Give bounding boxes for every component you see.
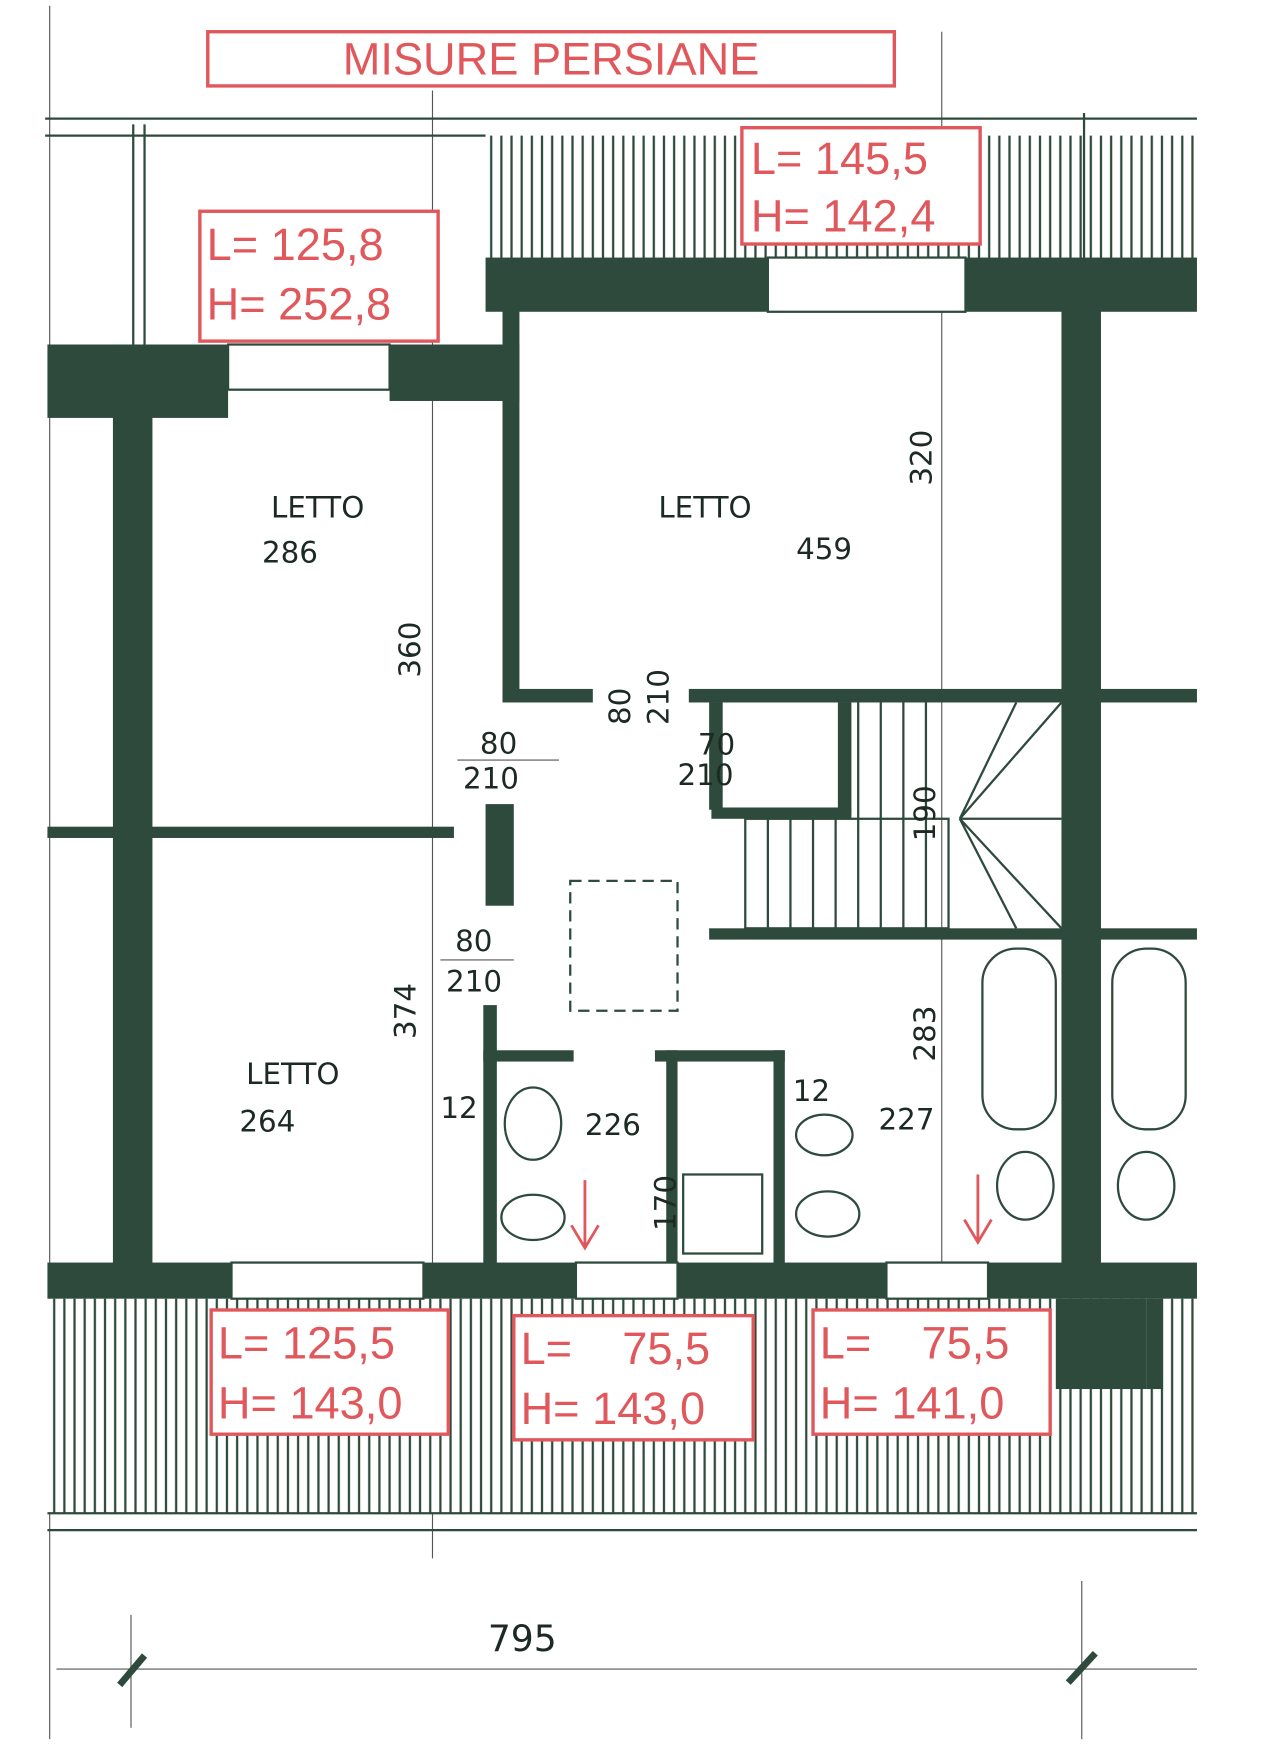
bath-depth-dim: 283 (908, 1006, 942, 1062)
door-height: 210 (446, 965, 502, 999)
room-depth: 360 (393, 622, 427, 678)
door-height: 210 (641, 669, 675, 725)
shutter-width: L= 75,5 (521, 1323, 711, 1374)
red-arrows (570, 1174, 993, 1251)
wall-dim: 12 (440, 1091, 477, 1125)
shutter-height: H= 141,0 (820, 1377, 1005, 1428)
walls (47, 257, 1197, 1390)
room-labels: LETTO 286 360 LETTO 459 320 LETTO 264 37… (239, 430, 938, 1139)
door-width: 80 (455, 924, 492, 958)
door-labels: 80 210 80 210 80 210 70 210 (440, 669, 735, 999)
shutter-height: H= 252,8 (207, 279, 392, 330)
page-title: MISURE PERSIANE (343, 34, 760, 85)
shutter-box-top-right: L= 145,5 H= 142,4 (740, 126, 982, 246)
room-name: LETTO (246, 1057, 339, 1091)
room-name: LETTO (271, 490, 364, 524)
door-height: 210 (678, 758, 734, 792)
shutter-width: L= 145,5 (751, 133, 928, 184)
shutter-box-bottom-middle: L= 75,5 H= 143,0 (512, 1313, 755, 1442)
door-width: 80 (480, 726, 517, 760)
bathroom-fixtures (500, 879, 1187, 1255)
shutter-height: H= 142,4 (751, 191, 936, 242)
shutter-box-bottom-left: L= 125,5 H= 143,0 (209, 1308, 450, 1436)
shutter-box-bottom-right: L= 75,5 H= 141,0 (811, 1308, 1052, 1436)
shutter-width: L= 75,5 (820, 1318, 1010, 1369)
total-width-dimension: 795 (56, 1580, 1197, 1740)
shutter-height: H= 143,0 (521, 1383, 706, 1434)
total-width-label: 795 (488, 1617, 557, 1660)
door-width: 80 (603, 688, 637, 725)
door-height: 210 (463, 761, 519, 795)
bath-width-dim: 226 (585, 1108, 641, 1142)
room-width: 286 (262, 535, 318, 569)
windows (226, 256, 990, 1300)
stairs-dim: 190 (908, 785, 942, 841)
room-depth: 374 (389, 983, 423, 1039)
shutter-width: L= 125,5 (218, 1318, 395, 1369)
bath-small-dim: 170 (648, 1175, 682, 1231)
room-depth: 320 (905, 430, 939, 486)
shutter-box-top-left: L= 125,8 H= 252,8 (198, 209, 440, 343)
room-width: 264 (239, 1105, 295, 1139)
staircase (744, 701, 1063, 930)
title-box: MISURE PERSIANE (206, 30, 897, 88)
room-name: LETTO (658, 490, 751, 524)
door-width: 70 (698, 727, 735, 761)
shutter-width: L= 125,8 (207, 219, 384, 270)
dimension-labels: 190 283 12 226 12 227 170 (440, 785, 942, 1231)
room-width: 459 (796, 532, 852, 566)
bath-width-dim: 227 (879, 1102, 935, 1136)
shutter-height: H= 143,0 (218, 1377, 403, 1428)
wall-dim: 12 (793, 1074, 830, 1108)
